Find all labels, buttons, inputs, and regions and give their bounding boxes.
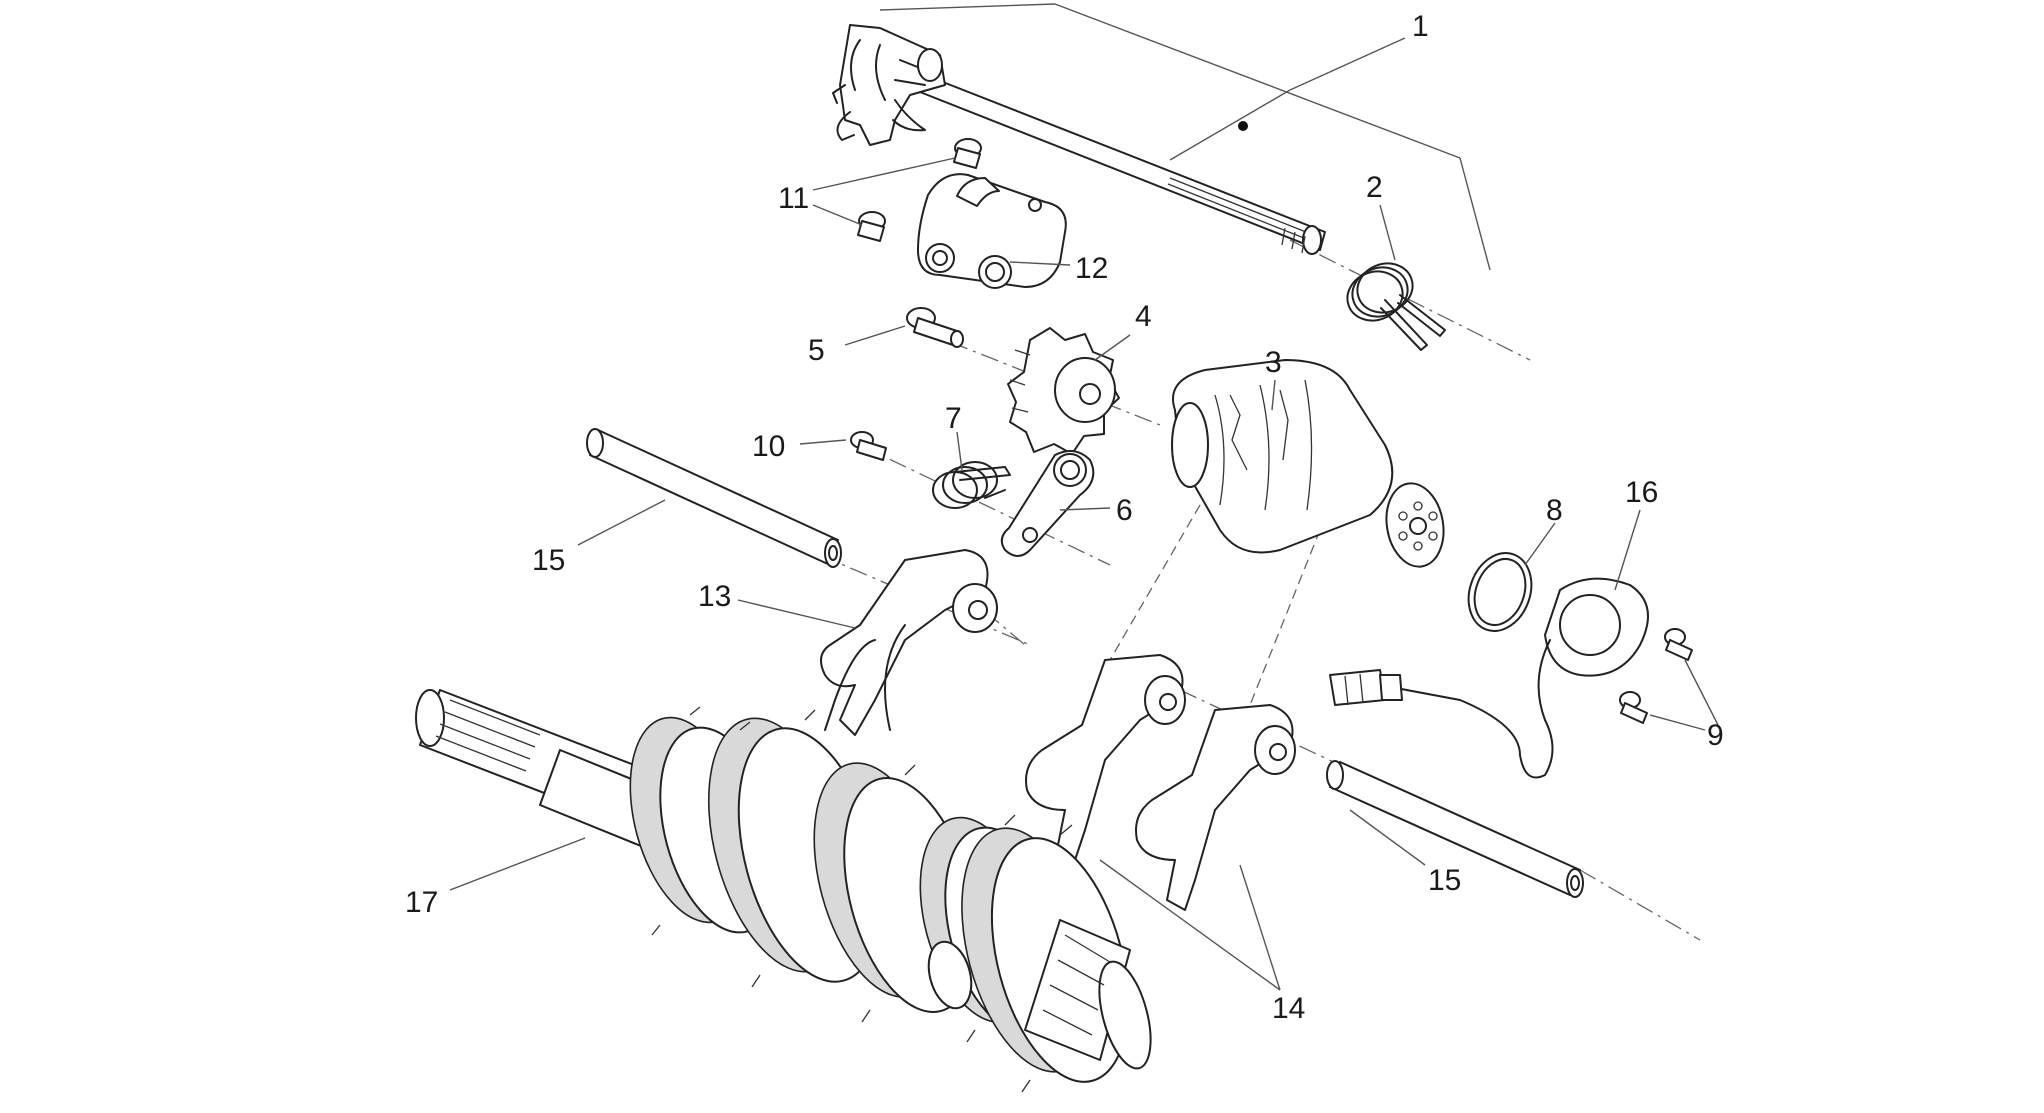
part-sensor-16 xyxy=(1329,577,1649,779)
part-spring-7 xyxy=(932,461,1011,509)
part-lever-6 xyxy=(1000,450,1095,557)
part-cam-4 xyxy=(1007,327,1120,455)
callout-6: 6 xyxy=(1116,494,1133,527)
callout-12: 12 xyxy=(1075,252,1108,285)
part-shift-shaft xyxy=(832,24,1326,255)
callout-labels: 1 2 3 4 5 6 7 8 9 10 11 12 13 14 15 15 1… xyxy=(405,10,1724,1025)
leader-lines xyxy=(449,3,1719,991)
callout-4: 4 xyxy=(1135,300,1152,333)
callout-14: 14 xyxy=(1272,992,1305,1025)
part-spring-2 xyxy=(1346,262,1446,351)
callout-8: 8 xyxy=(1546,494,1563,527)
part-bolt-10 xyxy=(850,431,887,461)
reference-dot xyxy=(1238,121,1248,131)
part-forks-14 xyxy=(1025,654,1296,911)
callout-10: 10 xyxy=(752,430,785,463)
part-bolts-11 xyxy=(857,138,982,242)
part-fork-13 xyxy=(820,549,998,736)
callout-13: 13 xyxy=(698,580,731,613)
part-rod-15-upper xyxy=(586,428,842,568)
part-drum-3 xyxy=(1171,359,1445,568)
callout-2: 2 xyxy=(1366,171,1383,204)
part-gear-cluster-17 xyxy=(415,689,1152,1093)
callout-7: 7 xyxy=(945,402,962,435)
part-rod-15-lower xyxy=(1326,760,1584,898)
callout-9: 9 xyxy=(1707,719,1724,752)
part-screws-9 xyxy=(1619,628,1693,724)
callout-15-upper: 15 xyxy=(532,544,565,577)
part-bolt-5 xyxy=(906,307,964,348)
part-oring-8 xyxy=(1467,552,1533,632)
callout-16: 16 xyxy=(1625,476,1658,509)
callout-17: 17 xyxy=(405,886,438,919)
part-plate-12 xyxy=(917,173,1067,289)
callout-11: 11 xyxy=(778,182,809,215)
callout-5: 5 xyxy=(808,334,825,367)
callout-15-lower: 15 xyxy=(1428,864,1461,897)
callout-1: 1 xyxy=(1412,10,1429,43)
callout-3: 3 xyxy=(1265,346,1282,379)
